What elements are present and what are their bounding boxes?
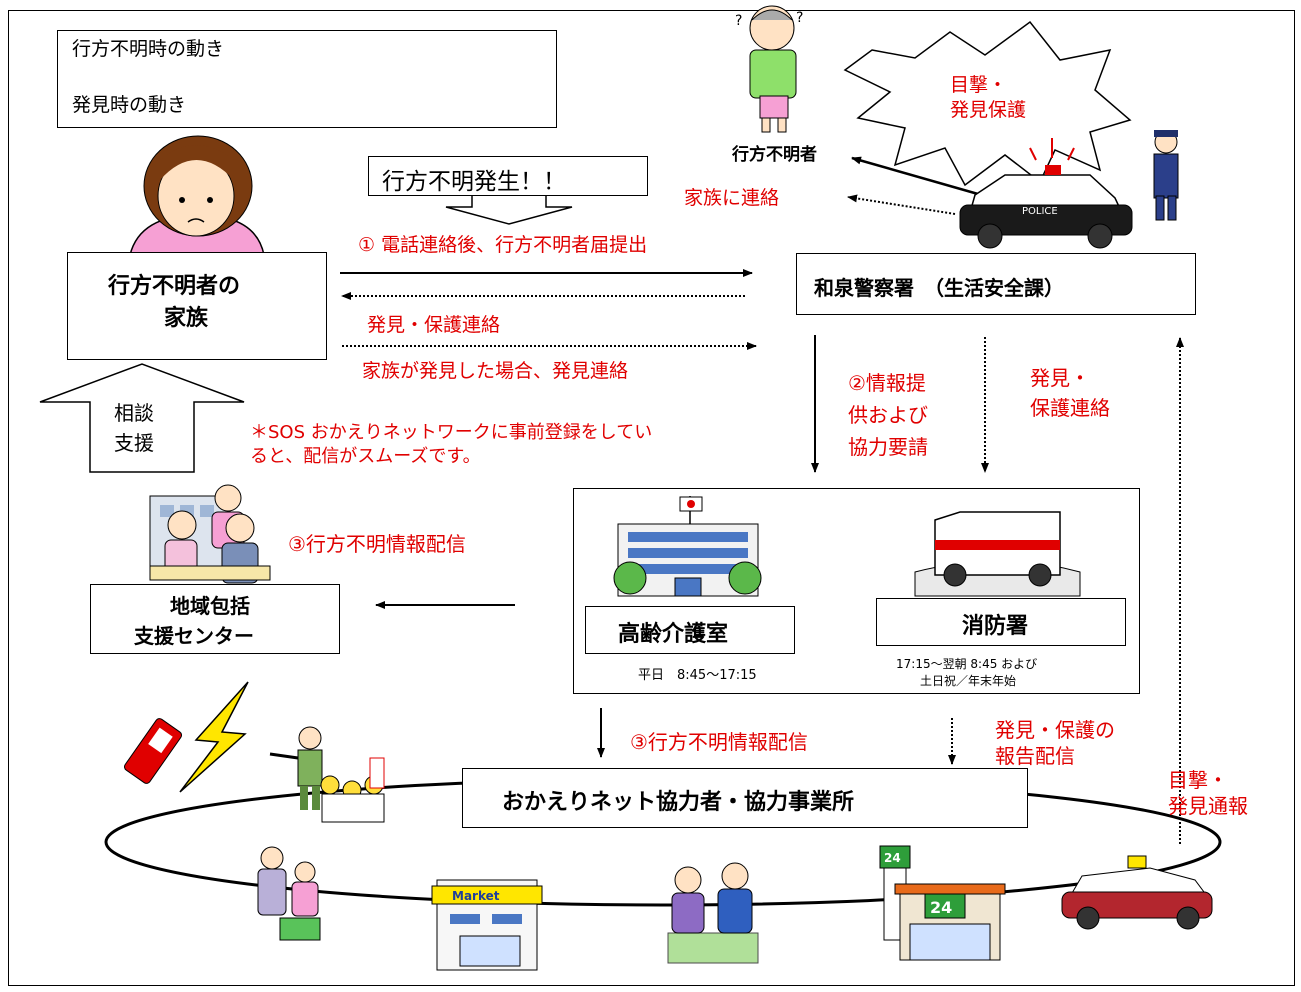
svg-text:?: ? (796, 10, 803, 26)
support-center-line2: 支援センター (134, 624, 254, 648)
step1-label: ① 電話連絡後、行方不明者届提出 (358, 234, 648, 256)
svg-text:?: ? (735, 13, 742, 29)
store-sign-24: 24 (930, 898, 952, 917)
step2-line2: 供および (848, 403, 928, 427)
police-car-text: POLICE (1022, 206, 1058, 217)
convenience-store-illustration: 24 24 (879, 845, 1006, 961)
fire-station-box (876, 598, 1126, 646)
legend-missing-label: 行方不明時の動き (72, 38, 225, 60)
market-sign: Market (452, 889, 500, 903)
bubble-line2: 発見保護 (950, 99, 1027, 121)
family-box (67, 252, 327, 360)
arrow-police-to-family-contact (847, 194, 956, 215)
ambulance-illustration (914, 511, 1081, 597)
mobile-phone-illustration (124, 718, 182, 784)
sighting-line1: 目撃・ (1168, 768, 1228, 792)
sos-note-line2: ると、配信がスムーズです。 (250, 446, 481, 467)
support-center-line1: 地域包括 (170, 594, 250, 618)
found-contact-label: 発見・保護連絡 (367, 314, 501, 336)
family-found-label: 家族が発見した場合、発見連絡 (362, 360, 629, 382)
fire-station-hours1: 17:15～翌朝 8:45 および (896, 657, 1038, 671)
consult-line2: 支援 (114, 431, 154, 455)
step2-line1: ②情報提 (848, 371, 926, 395)
offices-container (573, 488, 1140, 694)
police-officer-illustration (1153, 130, 1179, 221)
missing-occurred-text: 行方不明発生！！ (382, 169, 566, 195)
consult-line1: 相談 (114, 401, 154, 425)
bubble-line1: 目撃・ (950, 74, 1008, 96)
network-partners-box (462, 768, 1028, 828)
sos-note-line1: ＊SOS おかえりネットワークに事前登録をしてい (250, 422, 653, 443)
family-box-line1: 行方不明者の (108, 274, 241, 299)
market-illustration: Market (431, 879, 543, 971)
contact-family-label: 家族に連絡 (684, 187, 780, 209)
step2-line3: 協力要請 (848, 435, 928, 459)
missing-occurred-banner (368, 156, 648, 196)
police-station-box (796, 253, 1196, 315)
city-hall-illustration (613, 496, 762, 597)
report-line1: 発見・保護の (995, 718, 1115, 742)
found-contact2-line1: 発見・ (1030, 366, 1090, 390)
sighting-line2: 発見通報 (1168, 794, 1248, 818)
crossing-guard-illustration (269, 726, 385, 823)
care-center-illustration (149, 484, 271, 584)
arrow-to-missing-person (851, 156, 979, 196)
banner-down-arrow (445, 193, 573, 225)
fire-station-label: 消防署 (962, 614, 1029, 639)
missing-person-illustration: ? ? (735, 5, 803, 133)
elderly-care-office-label: 高齢介護室 (618, 622, 729, 647)
police-car-illustration: POLICE (959, 138, 1133, 249)
elderly-care-office-box (585, 606, 795, 654)
legend-box (57, 30, 557, 128)
police-station-label: 和泉警察署 （生活安全課） (814, 276, 1064, 300)
diagram-frame (8, 10, 1295, 986)
support-center-box (90, 584, 340, 654)
step3-left-label: ③行方不明情報配信 (288, 532, 466, 556)
missing-person-label: 行方不明者 (732, 145, 817, 165)
family-woman-illustration (129, 135, 265, 256)
shoppers-illustration (257, 846, 321, 941)
fire-station-hours2: 土日祝／年末年始 (920, 674, 1017, 688)
taxi-illustration (1061, 855, 1213, 930)
network-partners-label: おかえりネット協力者・協力事業所 (502, 790, 855, 815)
consult-up-arrow (39, 363, 245, 473)
walking-elderly-illustration (667, 862, 759, 964)
report-line2: 報告配信 (995, 744, 1075, 768)
family-box-line2: 家族 (164, 306, 209, 331)
found-contact2-line2: 保護連絡 (1030, 396, 1110, 420)
lightning-bolt-icon (179, 681, 249, 793)
store-sign-24-pole: 24 (884, 851, 901, 865)
step3-bottom-label: ③行方不明情報配信 (630, 730, 808, 754)
legend-found-label: 発見時の動き (72, 94, 187, 116)
elderly-care-hours: 平日 8:45～17:15 (638, 668, 757, 683)
bubble-burst (843, 20, 1132, 187)
